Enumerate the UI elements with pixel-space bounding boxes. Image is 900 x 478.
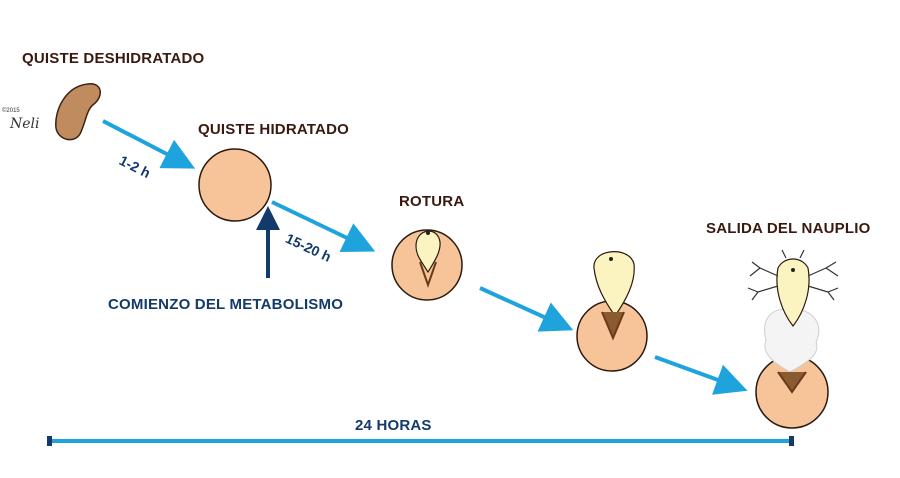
arrow-1 <box>102 119 196 169</box>
dehydrated-cyst <box>55 83 101 141</box>
timeline-end-cap <box>789 436 794 446</box>
label-nauplius-exit: SALIDA DEL NAUPLIO <box>706 220 871 237</box>
label-rupture: ROTURA <box>399 193 465 210</box>
copyright-text: ©2015 <box>2 108 20 114</box>
label-dehydrated-cyst: QUISTE DESHIDRATADO <box>22 50 205 67</box>
emerging-cyst <box>576 251 648 372</box>
signature: Neli <box>10 116 40 132</box>
timeline-start-cap <box>47 436 52 446</box>
arrow-2 <box>271 200 376 253</box>
rupture-cyst <box>391 229 463 301</box>
arrow-4 <box>654 355 748 395</box>
hydrated-cyst <box>198 148 272 222</box>
nauplius-exit <box>747 249 839 429</box>
arrow-3 <box>479 286 574 332</box>
label-total-time: 24 HORAS <box>355 417 432 434</box>
label-metabolism-start: COMIENZO DEL METABOLISMO <box>108 296 344 313</box>
label-hydrated-cyst: QUISTE HIDRATADO <box>198 121 349 138</box>
